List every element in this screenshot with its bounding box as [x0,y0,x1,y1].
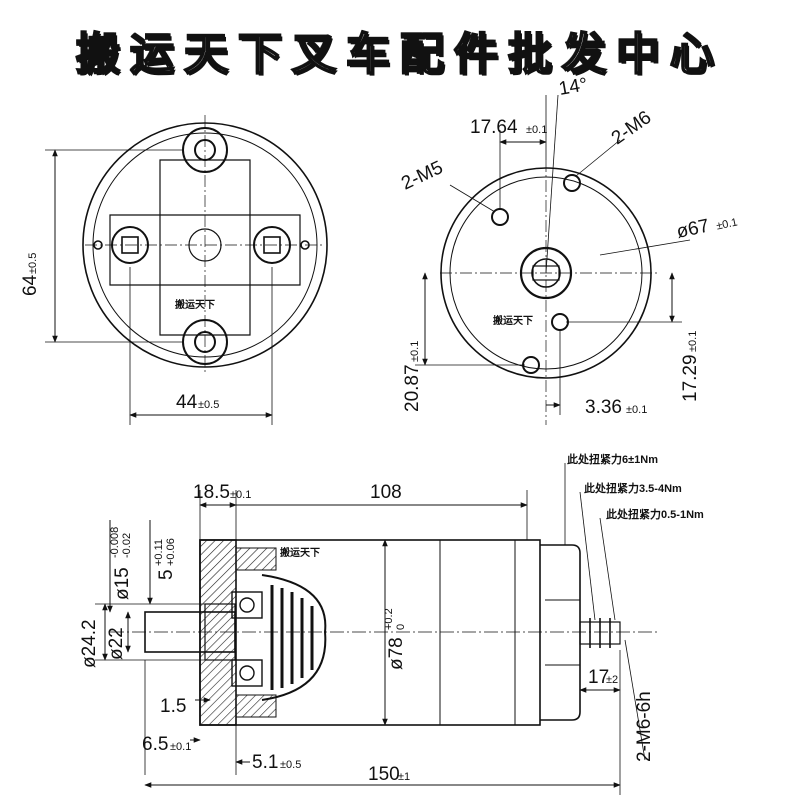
terminal-dim-value: 17 [588,667,609,688]
rear-end-cap [540,544,581,721]
total-dim-tol: ±1 [398,771,410,783]
offset-dim-tol: ±0.1 [526,124,547,136]
right-dim-tol: ±0.1 [687,331,699,352]
shaft-tol-lower: -0.02 [121,533,133,558]
dim-20-87: 20.87 ±0.1 [402,341,423,412]
front-bearing [231,591,263,687]
step2-dim-tol: ±0.1 [170,741,191,753]
thread-m5-label: 2-M5 [398,157,446,194]
key-dim-value: 5 [156,569,177,580]
pilot-a-label: ø24.2 [79,619,100,668]
height-dim-tol: ±0.5 [27,253,39,274]
length-dim-value: 108 [370,482,402,503]
inner-dim-value: 5.1 [252,752,278,773]
key-tol-lower: +0.06 [165,538,177,566]
watermark-side: 搬运天下 [280,546,320,559]
mounting-plate [109,214,301,286]
watermark-left: 搬运天下 [175,298,215,311]
pilot-b-value: ø22 [106,627,127,660]
key-dim-label: 5 +0.11 +0.06 [153,538,177,580]
page-title: 搬运天下叉车配件批发中心 [75,28,724,81]
diameter-tol: ±0.1 [715,216,738,232]
front-flange [199,539,237,726]
terminal-thread-label: 2-M6-6h [634,691,655,762]
angle-label: 14° [557,74,589,100]
height-dim-value: 64 [20,274,41,296]
total-dim-value: 150 [368,764,400,785]
dim-17-29: 17.29 ±0.1 [680,331,701,402]
left-end-view [45,115,328,425]
terminal-thread-value: 2-M6-6h [634,691,655,762]
shaft-diameter-label: ø15 -0.008 -0.02 [109,527,133,600]
hole-bottom [522,356,540,374]
right-dim-value: 17.29 [680,354,701,402]
pilot-a-value: ø24.2 [79,619,100,668]
m6-hole-top [563,174,581,192]
body-tol-upper: +0.2 [383,608,395,630]
hole-lower-right [551,313,569,331]
terminal-dim-tol: ±2 [606,674,618,686]
key-tol-upper: +0.11 [153,539,165,566]
pilot-b-label: ø22 [106,627,127,660]
bottom-dim-tol: ±0.1 [626,404,647,416]
inner-dim-tol: ±0.5 [280,759,301,771]
thread-m6-label: 2-M6 [608,107,656,149]
left-dim-value: 20.87 [402,364,423,412]
shaft-tol-upper: -0.008 [109,527,121,558]
watermark-right: 搬运天下 [493,314,533,327]
step-dim-value: 1.5 [160,696,186,717]
commutator-bars [270,585,314,690]
torque-note-1: 此处扭紧力6±1Nm [567,452,658,466]
body-tol-lower: 0 [395,624,407,630]
side-section-view [95,463,660,795]
torque-note-3: 此处扭紧力0.5-1Nm [606,507,704,521]
body-diameter-label: ø78 +0.2 0 [383,608,407,670]
diameter-value: ø67 [675,216,711,243]
width-dim-value: 44 [176,392,198,413]
shaft-dia-value: ø15 [112,567,133,600]
torque-note-2: 此处扭紧力3.5-4Nm [584,481,682,495]
left-dim-tol: ±0.1 [409,341,421,362]
width-dim-tol: ±0.5 [198,399,219,411]
flange-dim-tol: ±0.1 [230,489,251,501]
bottom-dim-value: 3.36 [585,397,622,418]
offset-dim-value: 17.64 [470,117,518,138]
flange-dim-value: 18.5 [193,482,230,503]
step2-dim-value: 6.5 [142,734,168,755]
diameter-label: ø67 ±0.1 [675,216,739,243]
left-height-label: 64 ±0.5 [20,253,41,296]
right-end-view [415,94,691,425]
body-dia-value: ø78 [386,637,407,670]
